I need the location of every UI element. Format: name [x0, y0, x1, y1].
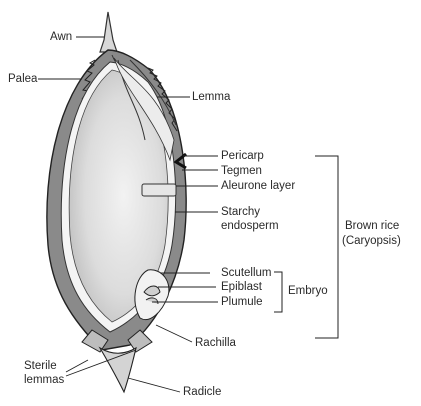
- brown-rice-bracket: [315, 156, 338, 338]
- label-tegmen: Tegmen: [221, 165, 262, 178]
- label-lemmas: lemmas: [24, 374, 64, 387]
- label-lemma: Lemma: [192, 91, 230, 104]
- label-scutellum: Scutellum: [221, 267, 272, 280]
- label-sterile: Sterile: [24, 360, 57, 373]
- label-pericarp: Pericarp: [221, 150, 264, 163]
- aleurone-cell: [142, 184, 176, 196]
- label-brown-rice: Brown rice: [345, 220, 399, 233]
- label-embryo: Embryo: [288, 285, 328, 298]
- label-caryopsis: (Caryopsis): [342, 235, 401, 248]
- embryo-bracket: [274, 272, 282, 312]
- label-epiblast: Epiblast: [221, 281, 262, 294]
- awn-shape: [100, 12, 117, 52]
- label-plumule: Plumule: [221, 296, 263, 309]
- grain-base: [100, 348, 136, 392]
- label-awn: Awn: [50, 31, 72, 44]
- label-radicle: Radicle: [183, 386, 221, 399]
- label-rachilla: Rachilla: [195, 337, 236, 350]
- label-aleurone: Aleurone layer: [221, 180, 295, 193]
- label-endosperm: endosperm: [221, 220, 279, 233]
- label-palea: Palea: [8, 73, 37, 86]
- label-starchy: Starchy: [221, 206, 260, 219]
